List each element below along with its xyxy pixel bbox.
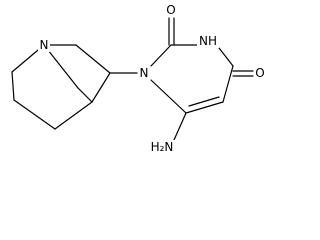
bond-c8-c4 [54,101,93,130]
bond-c4-c5 [222,65,234,103]
bond-c7-c8 [13,99,56,130]
bond-c6-nh2 [173,112,187,141]
bond-n1-c2 [150,44,172,67]
carbonyl-oxygen-4-label: O [254,66,266,80]
pyrimidine-nh-label: NH [197,34,219,48]
bond-n3-c4 [218,47,234,67]
bond-c6-c7 [11,71,15,101]
bond-c6-n1 [150,79,187,114]
bond-c2-c3 [75,44,111,74]
chemical-structure: N N NH O O H₂N [11,3,266,154]
pyrimidine-n1-label: N [138,66,150,80]
bond-c5-c6-inner [188,96,220,107]
quinuclidine-nitrogen-label: N [38,38,50,52]
bond-c5-c6 [185,101,224,114]
carbonyl-oxygen-2-label: O [165,3,177,17]
bond-lines [11,17,254,141]
bond-c5-n [43,44,79,89]
amino-group-label: H₂N [148,140,176,154]
bond-c4-c5 [77,87,93,103]
bond-c3-c4 [91,72,111,103]
